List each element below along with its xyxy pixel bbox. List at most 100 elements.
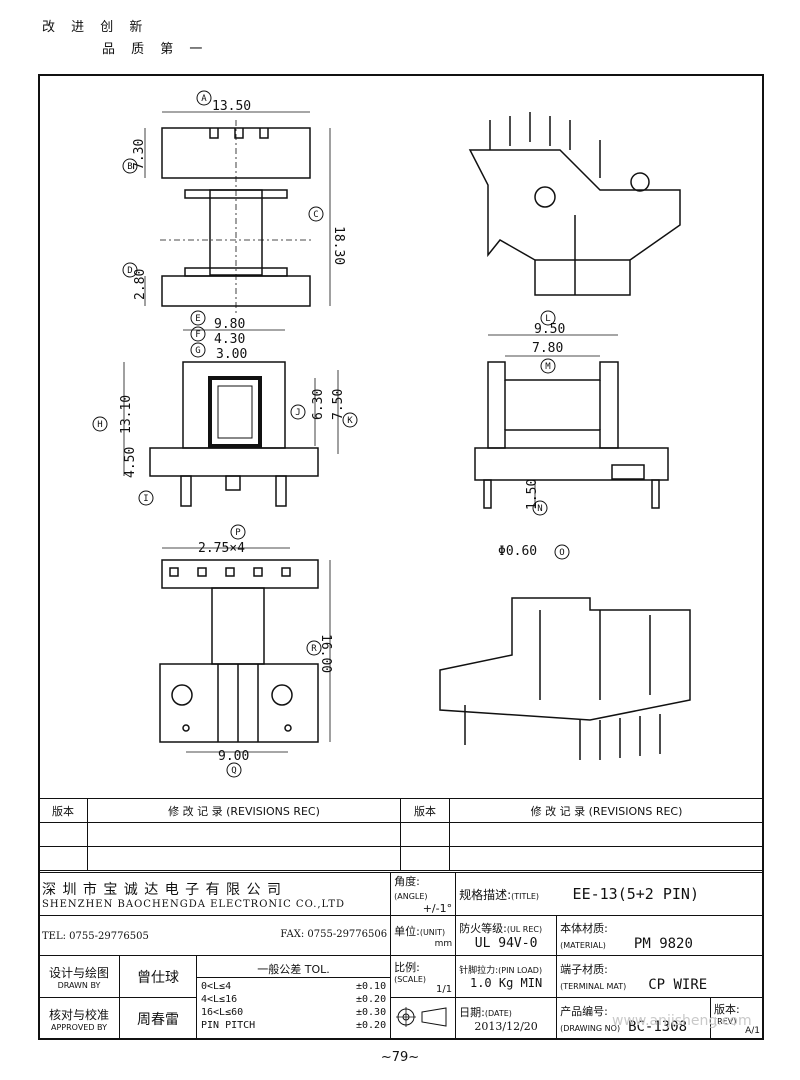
callout-N: N <box>532 500 548 516</box>
dim-C-value: 18.30 <box>331 226 346 265</box>
dim-M-value: 7.80 <box>532 341 563 356</box>
contact-cell: TEL: 0755-29776505 FAX: 0755-29776506 <box>37 915 392 956</box>
callout-D: D <box>122 262 138 278</box>
unit-value: mm <box>434 938 453 949</box>
scale-cell: 比例: (SCALE) 1/1 <box>390 955 457 998</box>
title-label: 规格描述: <box>459 888 512 902</box>
drawing-no-sub: (DRAWING NO) <box>560 1023 621 1033</box>
angle-label: 角度: <box>394 875 420 888</box>
approved-label: 核对与校准 <box>48 1007 109 1022</box>
bottom-view-hole-left <box>171 684 193 706</box>
unit-label: 单位: <box>394 924 420 938</box>
company-block: 深 圳 市 宝 诚 达 电 子 有 限 公 司 SHENZHEN BAOCHEN… <box>37 872 392 916</box>
side-view-pin-left <box>180 475 192 507</box>
dim-R-value: 16.00 <box>318 634 333 673</box>
side-view-window-inner <box>217 385 253 439</box>
technical-drawing: 13.50 7.30 18.30 2.80 9.80 4.30 3.00 13.… <box>92 90 691 778</box>
approved-name: 周春雷 <box>119 997 197 1040</box>
dim-H-value: 13.10 <box>119 395 134 434</box>
svg-text:D: D <box>127 266 132 276</box>
callout-O: O <box>554 544 570 560</box>
material-label: 本体材质: <box>560 921 608 935</box>
date-value: 2013/12/20 <box>474 1020 538 1033</box>
rev-col-record-2: 修 改 记 录 (REVISIONS REC) <box>449 798 764 823</box>
dim-E-value: 9.80 <box>214 317 245 332</box>
bottom-view-top-rail <box>161 559 319 589</box>
svg-text:A: A <box>201 94 207 104</box>
iso-view-bottom <box>439 597 691 721</box>
pinload-cell: 针脚拉力:(PIN LOAD) 1.0 Kg MIN <box>455 955 558 998</box>
dim-O-value: Φ0.60 <box>498 544 537 559</box>
drawn-label-cell: 设计与绘图 DRAWN BY <box>38 955 120 998</box>
side-view-base <box>149 447 319 477</box>
right-view-pin-left <box>483 479 492 509</box>
callout-G: G <box>190 342 206 358</box>
drawing-no-value: BC-1308 <box>628 1018 688 1035</box>
rev-col-record: 修 改 记 录 (REVISIONS REC) <box>87 798 401 823</box>
svg-text:F: F <box>195 330 200 340</box>
svg-text:O: O <box>559 548 564 558</box>
material-cell: 本体材质: (MATERIAL) PM 9820 <box>556 915 764 956</box>
tolerance-rows: 0<L≤4±0.10 4<L≤16±0.20 16<L≤60±0.30 PIN … <box>201 981 387 1031</box>
bottom-view-hole-right <box>271 684 293 706</box>
pinload-label: 针脚拉力: <box>459 966 499 976</box>
unit-cell: 单位:(UNIT) mm <box>390 915 457 956</box>
page-number: ~79~ <box>380 1050 420 1065</box>
terminal-cell: 端子材质: (TERMINAL MAT)CP WIRE <box>556 955 764 998</box>
dim-K-value: 7.50 <box>331 389 346 420</box>
callout-E: E <box>190 310 206 326</box>
scale-sub: (SCALE) <box>394 974 426 984</box>
angle-cell: 角度: (ANGLE) +/-1° <box>390 872 457 916</box>
date-sub: (DATE) <box>484 1009 512 1018</box>
revision-table: 版本 修 改 记 录 (REVISIONS REC) 版本 修 改 记 录 (R… <box>38 798 764 871</box>
dim-F-value: 4.30 <box>214 332 245 347</box>
rev-col-version: 版本 <box>38 798 88 823</box>
dim-B-value: 7.30 <box>132 139 147 170</box>
callout-J: J <box>290 404 306 420</box>
material-value: PM 9820 <box>633 935 693 952</box>
drawn-name: 曾仕球 <box>119 955 197 998</box>
right-view-base <box>474 447 669 481</box>
svg-text:C: C <box>313 210 318 220</box>
callout-Q: Q <box>226 762 242 778</box>
side-view-pin-right <box>275 475 287 507</box>
pinload-value: 1.0 Kg MIN <box>469 976 543 990</box>
date-label: 日期: <box>459 1006 485 1019</box>
svg-text:K: K <box>347 416 353 426</box>
title-cell: 规格描述:(TITLE) EE-13(5+2 PIN) <box>455 872 764 916</box>
scale-label: 比例: <box>394 960 420 974</box>
rev-value: A/1 <box>745 1026 760 1036</box>
ul-value: UL 94V-0 <box>474 936 538 951</box>
angle-sub: (ANGLE) <box>394 892 428 901</box>
side-view-body <box>182 361 286 449</box>
dim-A-value: 13.50 <box>212 99 251 114</box>
callout-I: I <box>138 490 154 506</box>
iso-view-top <box>468 149 681 296</box>
title-block: 深 圳 市 宝 诚 达 电 子 有 限 公 司 SHENZHEN BAOCHEN… <box>37 872 764 1040</box>
slogan-line-2: 品 质 第 一 <box>102 42 209 57</box>
bottom-view-base <box>159 663 319 743</box>
svg-text:G: G <box>195 346 200 356</box>
dim-L-value: 9.50 <box>534 322 565 337</box>
rev-cell: 版本: (REV) A/1 <box>710 997 764 1040</box>
dim-P-value: 2.75×4 <box>198 541 245 556</box>
callout-K: K <box>342 412 358 428</box>
projection-symbol-cell <box>390 997 457 1040</box>
svg-text:B: B <box>127 162 132 172</box>
angle-value: +/-1° <box>422 902 453 915</box>
approved-sub: APPROVED BY <box>50 1022 107 1032</box>
terminal-value: CP WIRE <box>648 976 708 993</box>
dim-Q-value: 9.00 <box>218 749 249 764</box>
drawn-label: 设计与绘图 <box>48 965 109 980</box>
svg-text:R: R <box>311 644 317 654</box>
title-sub: (TITLE) <box>511 892 540 901</box>
callout-A: A <box>196 90 212 106</box>
svg-text:H: H <box>97 420 102 430</box>
svg-text:N: N <box>537 504 542 514</box>
company-name-cn: 深 圳 市 宝 诚 达 电 子 有 限 公 司 <box>42 881 282 898</box>
material-sub: (MATERIAL) <box>560 940 606 950</box>
rev-col-version-2: 版本 <box>400 798 450 823</box>
approved-label-cell: 核对与校准 APPROVED BY <box>38 997 120 1040</box>
callout-R: R <box>306 640 322 656</box>
callout-B: B <box>122 158 138 174</box>
